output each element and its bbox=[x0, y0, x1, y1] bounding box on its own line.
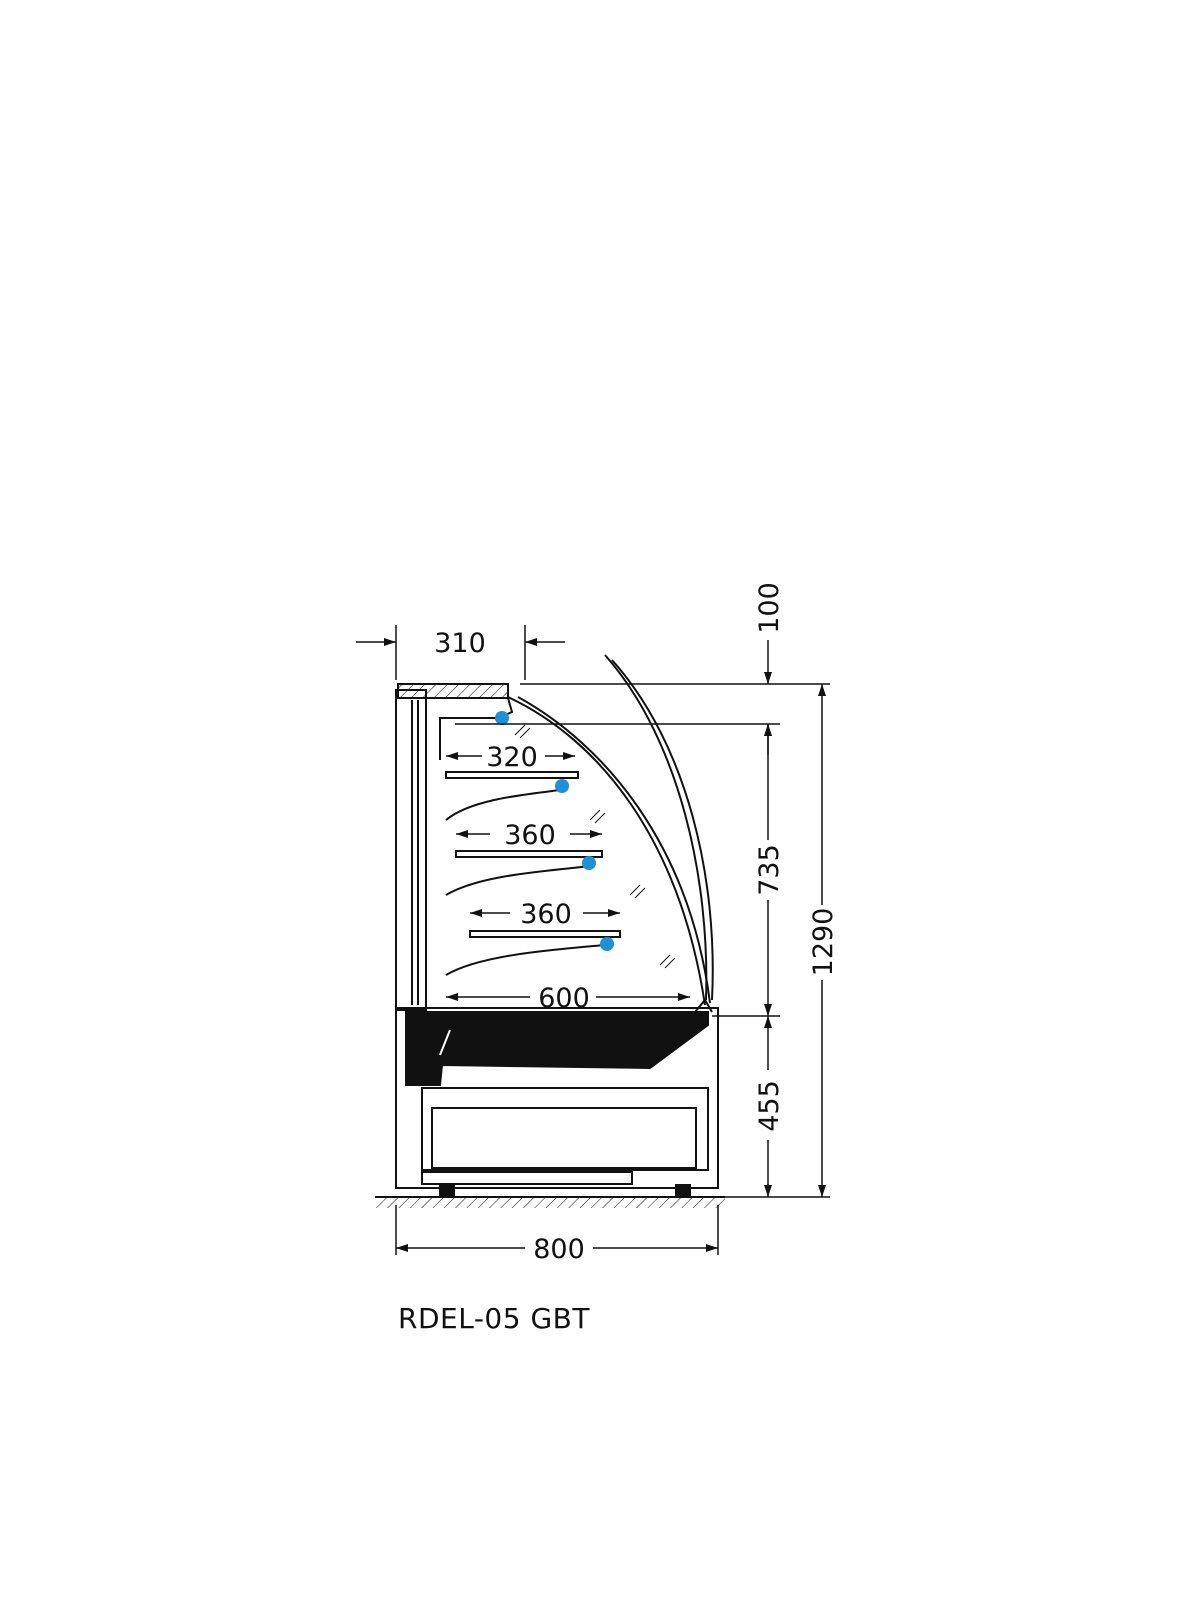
cabinet-outline bbox=[395, 683, 719, 1198]
curved-glass bbox=[507, 654, 714, 1006]
shelves bbox=[445, 771, 621, 976]
fan-icon bbox=[495, 711, 614, 951]
model-label: RDEL-05 GBT bbox=[398, 1302, 590, 1335]
shelf-low bbox=[445, 930, 621, 976]
dim-310: 310 bbox=[434, 628, 486, 659]
dim-320: 320 bbox=[486, 742, 538, 773]
dim-455: 455 bbox=[754, 1080, 785, 1132]
shelf-mid bbox=[445, 850, 603, 896]
dim-800: 800 bbox=[533, 1234, 585, 1265]
ground bbox=[375, 1196, 725, 1208]
shelf-top bbox=[445, 771, 579, 821]
dimension-lines bbox=[356, 625, 830, 1255]
glass-reflections bbox=[514, 724, 676, 969]
dim-360-mid: 360 bbox=[504, 820, 556, 851]
dim-735: 735 bbox=[754, 844, 785, 896]
dim-100: 100 bbox=[754, 582, 785, 634]
dim-1290: 1290 bbox=[808, 908, 839, 977]
dim-360-low: 360 bbox=[520, 899, 572, 930]
dim-600: 600 bbox=[538, 983, 590, 1014]
